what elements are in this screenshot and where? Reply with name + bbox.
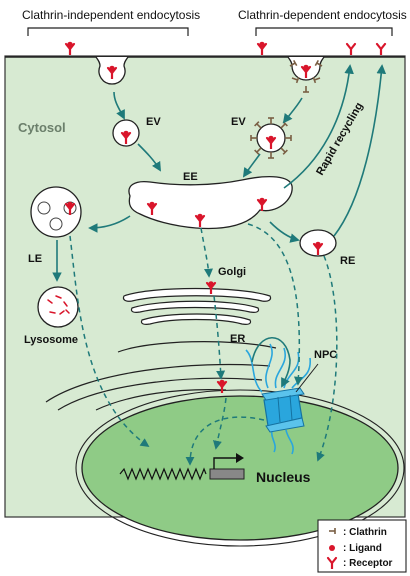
nucleus <box>81 395 399 541</box>
label-npc: NPC <box>314 349 337 361</box>
dashed-re-to-nucleus <box>316 255 338 462</box>
arrow-invagination-to-ev-left <box>113 91 125 120</box>
ligand-icon <box>329 545 335 551</box>
npc-leader-line <box>295 363 319 393</box>
arrow-er-to-npc <box>251 336 291 388</box>
endoplasmic-reticulum-2 <box>57 377 263 411</box>
legend: : Clathrin : Ligand : Receptor <box>317 519 407 573</box>
dashed-ee-to-npc <box>247 223 303 386</box>
transcription-arrowhead <box>236 453 244 463</box>
arrow-ev-right-to-ee <box>242 153 261 178</box>
label-er: ER <box>230 333 245 345</box>
endocytic-vesicle-left <box>112 119 140 147</box>
endocytic-vesicle-right <box>250 117 292 159</box>
receptor-surface-left <box>66 42 74 55</box>
recycling-endosome <box>299 229 337 257</box>
label-ev-left: EV <box>146 116 161 128</box>
receptor-surface-right-2 <box>345 42 357 57</box>
nuclear-pore-complex <box>245 343 311 455</box>
clathrin-coated-pit <box>287 56 325 93</box>
label-lysosome: Lysosome <box>24 334 78 346</box>
dashed-golgi-to-er <box>213 295 226 380</box>
label-ee: EE <box>183 171 198 183</box>
receptor-surface-right-1 <box>258 42 266 55</box>
gene-promoter-box <box>209 468 245 480</box>
dashed-npc-to-nucleus <box>185 416 265 466</box>
legend-ligand: : Ligand <box>343 543 382 554</box>
arrow-pit-to-ev-right <box>282 97 303 124</box>
dashed-ee-to-golgi <box>200 227 213 278</box>
heading-clathrin-dependent: Clathrin-dependent endocytosis <box>238 8 407 22</box>
label-cytosol: Cytosol <box>18 120 66 135</box>
legend-clathrin: : Clathrin <box>343 527 387 538</box>
endoplasmic-reticulum-1 <box>45 363 271 403</box>
endoplasmic-reticulum-3 <box>95 389 227 411</box>
label-re: RE <box>340 255 355 267</box>
golgi-apparatus <box>122 287 272 325</box>
early-endosome <box>128 175 293 230</box>
label-le: LE <box>28 253 42 265</box>
label-ev-right: EV <box>231 116 246 128</box>
bracket-right <box>255 27 393 36</box>
label-nucleus: Nucleus <box>256 469 311 485</box>
arrow-ee-to-re <box>269 221 300 243</box>
heading-clathrin-independent: Clathrin-independent endocytosis <box>22 8 200 22</box>
nuclear-envelope-inner <box>75 389 405 547</box>
legend-receptor: : Receptor <box>343 558 393 569</box>
bracket-left <box>27 27 189 36</box>
dna-helix <box>119 467 207 481</box>
transcription-start-arrow <box>213 457 238 469</box>
dashed-le-to-nucleus <box>69 235 150 448</box>
arrow-re-to-surface <box>333 64 387 237</box>
label-golgi: Golgi <box>218 266 246 278</box>
arrow-ee-to-le <box>88 215 131 233</box>
arrow-rapid-recycling <box>283 64 354 189</box>
lysosome <box>37 286 79 328</box>
dashed-er-to-nucleus <box>213 397 227 450</box>
late-endosome <box>30 186 82 238</box>
receptor-surface-right-3 <box>375 42 387 57</box>
arrow-ev-left-to-ee <box>137 143 161 172</box>
